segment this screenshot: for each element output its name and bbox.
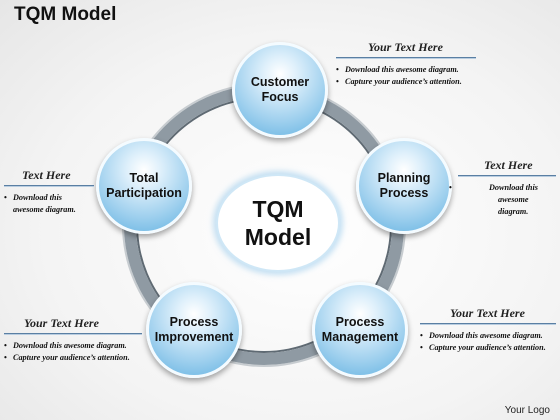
node-customer-focus: Customer Focus <box>232 42 328 138</box>
callout-bullet: Download this awesome diagram. <box>4 340 142 352</box>
callout-mid-left: Text Here Download this awesome diagram. <box>4 168 94 216</box>
callout-bullet: Download this awesome diagram. <box>336 64 476 76</box>
callout-bullet-list: Download this awesome diagram. Capture y… <box>336 64 476 88</box>
callout-bullet: Capture your audience’s attention. <box>336 76 476 88</box>
node-label: Total Participation <box>106 171 182 200</box>
callout-bullet: Download this awesome diagram. <box>458 182 556 218</box>
callout-divider <box>4 333 142 335</box>
callout-heading: Your Text Here <box>24 316 99 330</box>
center-node: TQM Model <box>216 174 340 272</box>
center-label: TQM Model <box>244 196 312 250</box>
callout-bullet: Download this awesome diagram. <box>4 192 91 216</box>
node-label: Process Improvement <box>154 315 234 344</box>
node-process-improvement: Process Improvement <box>146 282 242 378</box>
callout-heading: Your Text Here <box>450 306 525 320</box>
node-process-management: Process Management <box>312 282 408 378</box>
node-label: Process Management <box>321 315 399 344</box>
logo-placeholder: Your Logo <box>504 405 550 416</box>
callout-bullet: Download this awesome diagram. <box>420 330 556 342</box>
callout-bullet-list: Download this awesome diagram. Capture y… <box>420 330 556 354</box>
callout-heading: Text Here <box>484 158 533 172</box>
callout-divider <box>336 57 476 59</box>
node-planning-process: Planning Process <box>356 138 452 234</box>
node-label: Customer Focus <box>250 75 310 104</box>
slide-title: TQM Model <box>14 4 117 25</box>
callout-heading: Your Text Here <box>368 40 443 54</box>
node-total-participation: Total Participation <box>96 138 192 234</box>
callout-bottom-left: Your Text Here Download this awesome dia… <box>4 316 142 364</box>
callout-bullet: Capture your audience’s attention. <box>4 352 142 364</box>
callout-top-right: Your Text Here Download this awesome dia… <box>336 40 476 88</box>
callout-heading: Text Here <box>22 168 71 182</box>
callout-bullet-list: Download this awesome diagram. Capture y… <box>4 340 142 364</box>
node-label: Planning Process <box>377 171 431 200</box>
callout-bullet: Capture your audience’s attention. <box>420 342 556 354</box>
callout-divider <box>420 323 556 325</box>
callout-divider <box>4 185 94 187</box>
callout-bullet-list: Download this awesome diagram. <box>4 192 94 216</box>
callout-divider <box>458 175 556 177</box>
callout-bottom-right: Your Text Here Download this awesome dia… <box>420 306 556 354</box>
callout-mid-right: Text Here Download this awesome diagram. <box>458 158 556 218</box>
callout-bullet-list: Download this awesome diagram. <box>458 182 556 218</box>
